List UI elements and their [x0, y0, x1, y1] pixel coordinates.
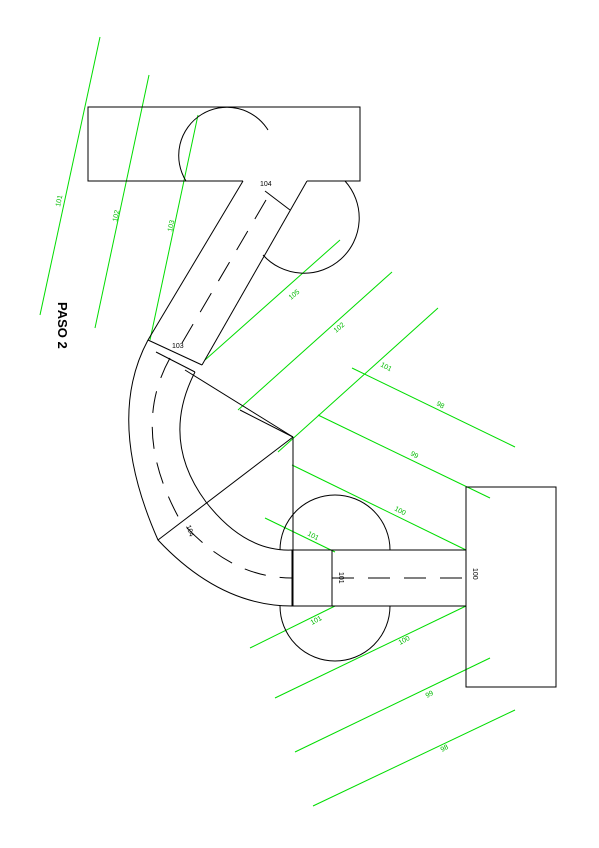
contour-label: 102: [112, 209, 121, 222]
ramp-section-line: [147, 339, 203, 366]
contour-label: 100: [398, 635, 412, 647]
contour-line: [294, 657, 491, 753]
elevation-label: 104: [260, 181, 272, 188]
contour-label: 101: [55, 194, 64, 207]
top-building: [87, 106, 361, 274]
lower-ramp-landing: [291, 549, 333, 607]
curved-ramp: [128, 339, 294, 607]
ramp-section-line-2: [155, 351, 196, 373]
curve-inner-edge: [179, 371, 293, 551]
contour-label: 98: [435, 401, 445, 411]
contour-lines: [39, 36, 516, 807]
contour-label: 101: [306, 531, 320, 543]
contour-line: [312, 709, 516, 807]
contour-label: 98: [440, 744, 450, 754]
ramp-edge-left: [147, 180, 244, 341]
lower-bottom-turn-arc: [279, 605, 391, 662]
contour-line: [351, 367, 516, 448]
contour-label: 100: [393, 506, 407, 518]
elevation-label: 100: [471, 568, 478, 580]
curve-radius-line-bottom: [157, 436, 294, 541]
contour-line: [94, 74, 150, 329]
contour-line: [291, 464, 467, 551]
contour-line: [237, 271, 393, 411]
contour-line: [39, 36, 101, 316]
curve-outer-edge: [128, 339, 293, 607]
elevation-label: 103: [172, 343, 184, 350]
elevation-label: 104: [184, 524, 195, 537]
contour-line: [249, 605, 336, 649]
contour-line: [277, 307, 439, 453]
contour-line: [149, 114, 199, 341]
curve-centerline: [151, 357, 293, 579]
contour-label: 101: [379, 362, 393, 374]
right-building: [465, 486, 557, 688]
contour-line: [204, 239, 341, 361]
top-right-turn-arc: [262, 180, 360, 274]
top-left-turn-arc: [178, 106, 269, 182]
lower-top-turn-arc: [279, 494, 391, 551]
lower-ramp: [279, 494, 466, 662]
contour-line: [317, 414, 491, 499]
upper-ramp: [147, 180, 308, 373]
ramp-crossline: [264, 190, 291, 211]
contour-labels: 101 102 103 105 102 101 98 99 100 101 10…: [55, 194, 450, 753]
contour-line: [274, 605, 467, 699]
contour-line: [264, 517, 336, 553]
contour-label: 99: [409, 451, 419, 461]
ramp-centerline: [174, 199, 267, 356]
curve-radius-line-top: [184, 369, 294, 438]
contour-label: 105: [288, 289, 302, 302]
elevation-label: 101: [337, 572, 344, 584]
elevation-labels: 104 103 104 101 100: [172, 181, 478, 584]
curve-triangle-edge: [239, 409, 294, 438]
diagram-title: PASO 2: [55, 302, 70, 349]
ramp-edge-right: [201, 180, 308, 366]
contour-label: 103: [167, 219, 176, 232]
contour-label: 99: [425, 690, 435, 700]
contour-label: 101: [310, 615, 324, 627]
